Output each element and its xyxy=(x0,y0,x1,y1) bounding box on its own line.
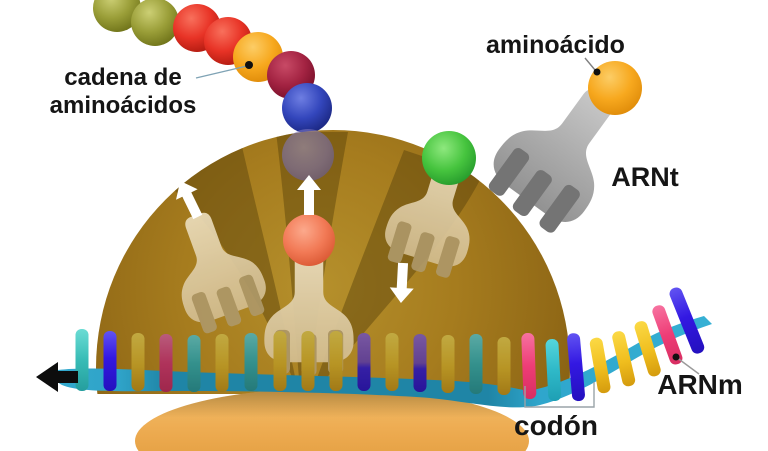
mrna-peg xyxy=(612,331,636,387)
mrna-peg xyxy=(385,333,399,391)
mrna-peg xyxy=(469,334,483,394)
mrna-nucleotides xyxy=(75,287,705,402)
mrna-peg xyxy=(669,287,705,354)
codon-bracket xyxy=(524,382,595,408)
mrna-peg xyxy=(545,339,562,402)
mrna-peg xyxy=(103,331,117,391)
amino-chain-label: cadena de aminoácidos xyxy=(18,64,228,121)
amino-chain-label-line1: cadena de xyxy=(64,64,182,91)
mrna-peg xyxy=(497,337,511,395)
mrna-peg xyxy=(329,331,343,391)
trna-label: ARNt xyxy=(611,162,679,192)
mrna-peg xyxy=(273,331,287,391)
amino-acid-label: aminoácido xyxy=(486,31,625,59)
mrna-peg xyxy=(567,333,585,402)
mrna-peg xyxy=(634,321,661,377)
mrna-peg xyxy=(159,334,173,392)
mrna-peg xyxy=(413,334,427,392)
mrna-label: ARNm xyxy=(657,369,743,400)
amino-acid-chain xyxy=(93,0,332,133)
mrna-peg xyxy=(131,333,145,391)
mrna-peg xyxy=(215,334,229,392)
mrna-peg xyxy=(357,333,371,391)
green-amino-acid-ball xyxy=(422,131,476,185)
mrna-peg xyxy=(441,335,455,393)
amino-acid-ball xyxy=(131,0,179,46)
ribosome-small-subunit xyxy=(135,388,529,451)
mrna-peg xyxy=(244,333,258,391)
mrna-peg xyxy=(652,305,683,365)
exiting-amino-acid-ball xyxy=(282,129,334,181)
mrna-peg xyxy=(75,329,89,391)
mrna-peg xyxy=(589,337,611,394)
mrna-direction-arrow-icon xyxy=(36,362,78,392)
mrna-peg xyxy=(187,335,201,392)
salmon-amino-acid-ball xyxy=(283,214,335,266)
amino-acid-ball xyxy=(93,0,141,32)
amino-chain-label-line2: aminoácidos xyxy=(49,92,197,120)
codon-label: codón xyxy=(514,410,598,441)
amino-acid-ball xyxy=(588,61,642,115)
amino-acid-ball xyxy=(282,83,332,133)
mrna-peg xyxy=(521,333,537,400)
annotation-lines xyxy=(195,57,700,408)
mrna-peg xyxy=(301,331,315,391)
